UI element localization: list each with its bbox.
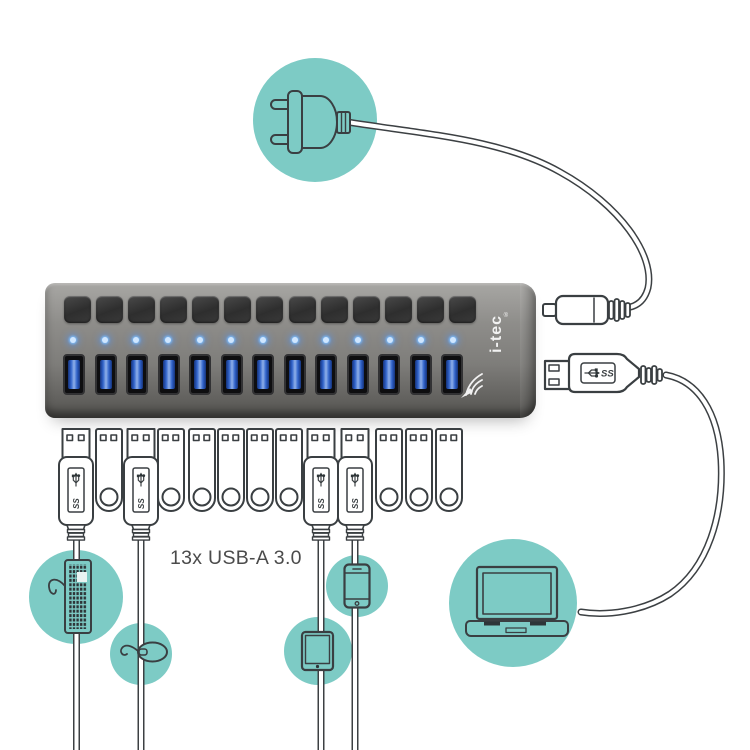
port-power-button[interactable] — [384, 296, 412, 323]
usb-port — [378, 354, 400, 395]
port-power-button[interactable] — [64, 296, 91, 323]
usb-port-tongue — [225, 360, 238, 389]
usb-cable-plug: SS — [58, 428, 94, 541]
power-plug-icon — [270, 90, 351, 154]
ports-caption: 13x USB-A 3.0 — [170, 547, 302, 569]
usb-flash-drive — [246, 428, 274, 512]
svg-text:SS: SS — [317, 498, 326, 509]
led-indicator — [418, 337, 425, 343]
led-indicator — [133, 337, 140, 343]
usb-port-tongue — [383, 360, 395, 389]
usb-port-tongue — [131, 360, 143, 389]
hub-port-row — [63, 354, 463, 395]
led-indicator — [354, 337, 361, 343]
usb-port — [220, 354, 243, 395]
usb-port — [63, 354, 85, 395]
usb-port — [126, 354, 148, 395]
usb-flash-drive — [217, 428, 245, 512]
mouse-icon — [120, 641, 168, 663]
superspeed-logo: SS — [71, 472, 81, 509]
usb-port-tongue — [288, 360, 301, 389]
usb-port-tongue — [99, 360, 112, 389]
svg-text:SS: SS — [601, 369, 614, 380]
led-indicator — [164, 337, 171, 343]
tablet-icon — [300, 630, 335, 672]
usb-flash-drive — [405, 428, 433, 512]
port-power-button[interactable] — [256, 296, 284, 323]
usb-flash-drive — [157, 428, 185, 512]
superspeed-logo: SS — [584, 368, 614, 380]
led-indicator — [323, 337, 330, 343]
superspeed-logo: SS — [350, 472, 360, 509]
host-usb-cable — [577, 371, 725, 617]
usb-port — [189, 354, 211, 395]
usb-port — [409, 354, 432, 395]
port-power-button[interactable] — [320, 296, 348, 323]
superspeed-logo: SS — [316, 472, 326, 509]
usb-port — [441, 354, 463, 395]
brand-registered-mark: ® — [503, 313, 508, 319]
usb-port-tongue — [194, 360, 206, 389]
usb-cable-plug: SS — [123, 428, 159, 541]
port-power-button[interactable] — [416, 296, 444, 323]
led-indicator — [386, 337, 393, 343]
port-power-button[interactable] — [224, 296, 252, 323]
usb-cable-plug: SS — [337, 428, 373, 541]
usb-hub: i-tec ® — [45, 283, 536, 418]
port-power-button[interactable] — [288, 296, 316, 323]
itec-wing-icon — [461, 373, 483, 398]
usb-port-tongue — [257, 360, 269, 389]
usb-port-tongue — [320, 360, 332, 389]
brand-block: i-tec ® — [460, 313, 508, 401]
usb-flash-drive — [95, 428, 123, 512]
led-indicator — [70, 337, 76, 343]
usb-port — [315, 354, 337, 395]
port-power-button[interactable] — [352, 296, 380, 323]
usb-flash-drive — [375, 428, 403, 512]
usb-port — [94, 354, 117, 395]
power-cable — [337, 117, 653, 312]
usb-port — [157, 354, 180, 395]
svg-text:SS: SS — [137, 498, 146, 509]
port-power-button[interactable] — [128, 296, 156, 323]
usb-port-tongue — [162, 360, 175, 389]
usb-port — [283, 354, 306, 395]
usb-port-tongue — [68, 360, 80, 389]
led-indicator — [449, 337, 456, 343]
led-indicator — [259, 337, 266, 343]
hub-led-row — [70, 337, 456, 343]
usb-port — [346, 354, 369, 395]
usb-cable-plug: SS — [303, 428, 339, 541]
hub-button-row — [64, 296, 476, 323]
led-indicator — [291, 337, 298, 343]
usb-flash-drive — [275, 428, 303, 512]
led-indicator — [101, 337, 108, 343]
usb-flash-drive — [435, 428, 463, 512]
superspeed-logo: SS — [136, 472, 146, 509]
port-power-button[interactable] — [160, 296, 188, 323]
usb-port-tongue — [414, 360, 427, 389]
usb-b-connector-icon: SS — [543, 352, 663, 394]
laptop-icon — [465, 565, 569, 637]
usb-port-tongue — [446, 360, 458, 389]
smartphone-icon — [343, 563, 371, 609]
keyboard-icon — [48, 559, 92, 634]
usb-port-tongue — [351, 360, 364, 389]
svg-text:SS: SS — [72, 498, 81, 509]
dc-power-connector-icon — [542, 294, 631, 326]
port-power-button[interactable] — [192, 296, 220, 323]
port-power-button[interactable] — [96, 296, 124, 323]
usb-flash-drive — [188, 428, 216, 512]
led-indicator — [228, 337, 235, 343]
usb-port — [252, 354, 274, 395]
led-indicator — [196, 337, 203, 343]
port-power-button[interactable] — [448, 296, 476, 323]
svg-text:SS: SS — [351, 498, 360, 509]
